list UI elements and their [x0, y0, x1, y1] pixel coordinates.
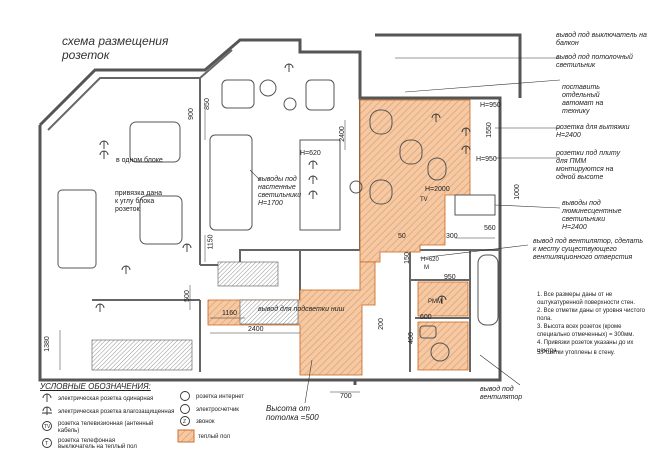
callout-pmm-1: розетки под плиту — [556, 150, 621, 157]
callout-vent-fan-2: к месту существующего — [533, 246, 617, 253]
dim-50: 50 — [398, 233, 406, 240]
dim-1550: 1550 — [485, 122, 493, 138]
dim-300: 300 — [446, 233, 458, 240]
dim-2400: 2400 — [248, 326, 264, 333]
callout-wall-lights-2: настенные — [258, 184, 296, 191]
dim-2400-vertical: 2400 — [338, 126, 346, 142]
legend-symbol-tv: TV — [44, 424, 51, 430]
legend-item-meter: электросчетчик — [196, 407, 239, 413]
dim-700: 700 — [340, 393, 352, 400]
dim-600: 600 — [420, 314, 432, 321]
dim-1380: 1380 — [43, 336, 51, 352]
furniture — [57, 79, 499, 362]
dim-150: 150 — [403, 252, 411, 264]
note-1: 1. Все размеры даны от не оштукатуренной… — [537, 292, 636, 306]
callout-lum-1: выводы под — [562, 200, 601, 207]
page-title-line-2: розеток — [62, 48, 110, 62]
callout-sofa-bind-1: привязка дана — [115, 190, 163, 197]
callout-lum-3: светильники — [562, 216, 606, 223]
dim-1160: 1160 — [222, 310, 238, 317]
callout-switch-height-1: Высота от — [266, 404, 311, 413]
legend-item-phone: розетка телефонная — [58, 438, 116, 444]
legend-item-outlet: электрическая розетка одинарная — [58, 396, 154, 402]
callout-automat-3: автомат на — [562, 100, 604, 107]
dim-1150: 1150 — [207, 234, 215, 250]
callout-hood-height: H=2400 — [556, 132, 581, 139]
callout-sofa-bind-3: розеток — [115, 206, 140, 213]
dim-h620-m: H=620 — [421, 257, 439, 263]
callout-ceiling-light: вывод под потолочный светильник — [556, 54, 633, 69]
callout-automat-2: отдельный — [562, 92, 600, 99]
callout-hood-outlet: розетка для вытяжки — [556, 124, 630, 131]
dim-h2000: H=2000 — [425, 186, 450, 193]
note-3: 3. Высота всех розеток (кроме специально… — [537, 324, 635, 338]
note-2: 2. Все отметки даны от уровня чистого по… — [537, 308, 645, 322]
callout-vent-fan-3: вентиляционного отверстия — [533, 254, 633, 261]
legend-item-warm-floor: теплый пол — [198, 434, 231, 440]
dim-h950-a: H=950 — [480, 102, 501, 109]
outer-walls — [38, 33, 522, 385]
legend-item-floor-switch: выключатель на теплый пол — [58, 444, 137, 450]
dim-850: 850 — [203, 98, 211, 110]
legend-heading: УСЛОВНЫЕ ОБОЗНАЧЕНИЯ: — [40, 382, 151, 391]
hatched-walls — [91, 261, 299, 371]
note-5: 5.Розетки утоплены в стену. — [537, 350, 615, 356]
legend-item-tv: розетка телевизионная (антенный кабель) — [58, 421, 154, 434]
legend-item-internet: розетка интернет — [196, 394, 245, 400]
callout-automat-4: технику — [562, 108, 590, 115]
dim-950: 950 — [444, 274, 456, 281]
page-title-line-1: схема размещения — [62, 34, 169, 48]
legend-item-waterproof: электрическая розетка влагозащищенная — [58, 409, 175, 415]
dim-200: 200 — [377, 318, 385, 330]
callout-vent-out-1: вывод под — [480, 386, 514, 393]
inner-walls — [47, 49, 500, 372]
callout-sofa-bind-2: к углу блока — [115, 198, 155, 205]
legend-item-bell: звонок — [196, 419, 215, 425]
leader-lines — [249, 57, 561, 404]
legend-symbol-t: T — [45, 441, 49, 447]
callout-wall-height: H=1700 — [258, 200, 283, 207]
callout-lum-2: люминесцентные — [562, 208, 622, 215]
callout-pmm-2: для ПММ — [556, 158, 587, 165]
callout-vent-out-2: вентилятор — [480, 394, 523, 401]
legend-symbol-z: Z — [183, 419, 187, 425]
callout-niche-light: вывод для подсветки ниш — [258, 306, 345, 313]
pmm-label: PMM — [428, 299, 442, 305]
dim-900: 900 — [187, 108, 195, 120]
callout-automat-1: поставить — [562, 84, 600, 91]
callout-pmm-4: одной высоте — [556, 174, 604, 181]
callout-wall-lights-3: светильники — [258, 192, 302, 199]
callout-vent-fan-1: вывод под вентилятор, сделать — [533, 238, 644, 245]
dim-500: 500 — [183, 290, 191, 302]
callout-lum-height: H=2400 — [562, 224, 587, 231]
dim-h950-b: H=950 — [476, 156, 497, 163]
tv-label-kitchen: TV — [420, 197, 428, 203]
dim-560: 560 — [484, 225, 496, 232]
callout-one-block: в одном блоке — [116, 157, 163, 164]
dim-h620: H=620 — [300, 150, 321, 157]
dim-400: 400 — [407, 332, 415, 344]
callout-pmm-3: монтируются на — [556, 166, 614, 173]
outlet-symbols — [95, 63, 471, 312]
callout-wall-lights-1: выводы под — [258, 176, 297, 183]
callout-switch-height-2: потолка =500 — [266, 413, 319, 422]
note-4: 4. Привязки розеток указаны до их центра… — [537, 340, 634, 354]
legend-symbols — [42, 391, 195, 448]
meter-m-label: M — [424, 265, 429, 271]
dimension-lines — [59, 110, 495, 393]
dim-1000: 1000 — [513, 184, 521, 200]
callout-balcony-switch: вывод под выключатель на балкон — [556, 32, 647, 47]
